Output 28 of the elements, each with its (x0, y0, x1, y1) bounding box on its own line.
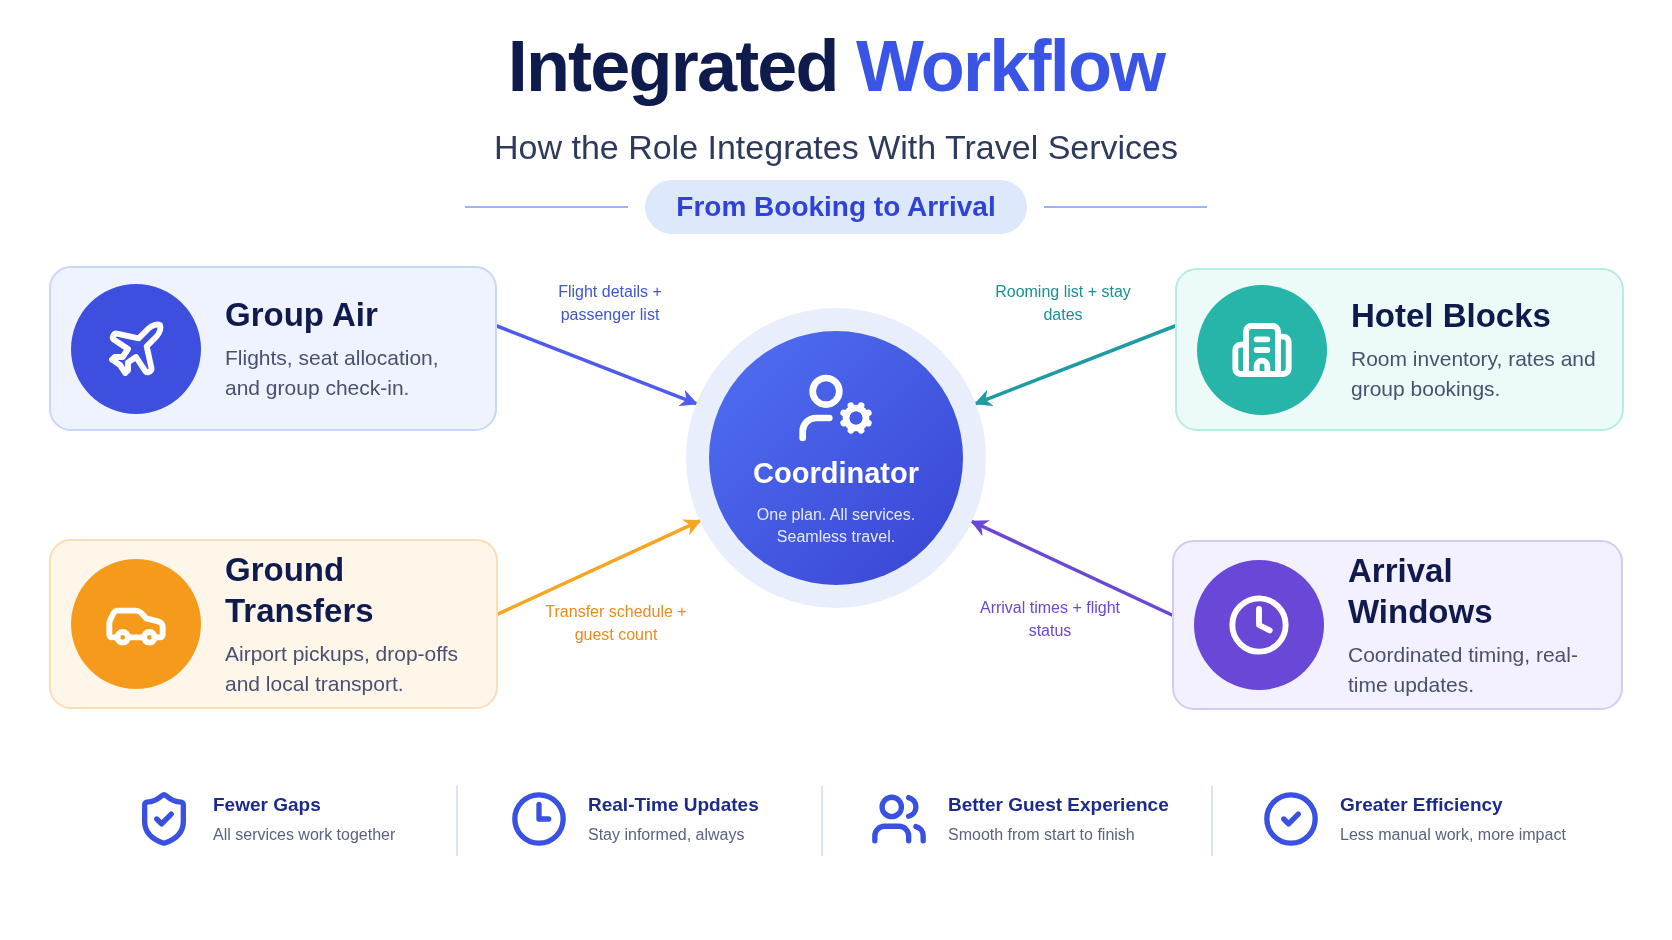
card-description: Room inventory, rates and group bookings. (1351, 346, 1597, 403)
card-description: Flights, seat allocation, and group check-in. (225, 345, 440, 402)
service-card (1172, 540, 1623, 710)
benefit-title: Greater Efficiency (1340, 792, 1504, 817)
service-card (49, 266, 497, 431)
node-title: Coordinator (753, 456, 919, 492)
arrow (495, 324, 698, 406)
arrow (496, 519, 702, 616)
benefit-title: Fewer Gaps (213, 792, 322, 817)
arrow (970, 519, 1174, 617)
card-title: Ground Transfers (225, 549, 375, 631)
benefit-description: Less manual work, more impact (1340, 825, 1566, 846)
benefit-description: Smooth from start to finish (948, 825, 1136, 846)
card-title: Hotel Blocks (1351, 295, 1552, 336)
card-title: Group Air (225, 294, 379, 335)
pill-label: From Booking to Arrival (645, 180, 1027, 234)
card-description: Coordinated timing, real-time updates. (1348, 642, 1579, 699)
benefit-title: Real-Time Updates (588, 792, 759, 817)
node-description: One plan. All services. Seamless travel. (755, 504, 917, 547)
benefit-title: Better Guest Experience (948, 792, 1169, 817)
subtitle: How the Role Integrates With Travel Services (493, 127, 1179, 168)
card-title: Arrival Windows (1348, 550, 1494, 632)
service-card (1175, 268, 1624, 431)
service-card (49, 539, 498, 709)
arrow (974, 324, 1177, 406)
benefit-description: All services work together (213, 825, 396, 846)
benefit-description: Stay informed, always (588, 825, 746, 846)
card-description: Airport pickups, drop-offs and local transport. (225, 641, 460, 698)
